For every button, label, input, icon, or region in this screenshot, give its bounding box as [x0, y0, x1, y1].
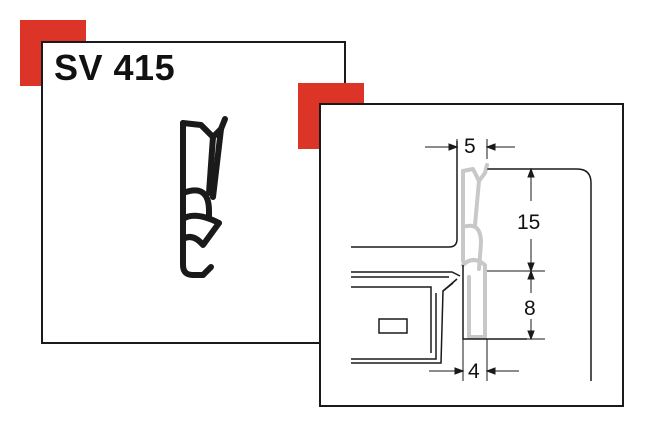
threshold-slot [378, 318, 408, 334]
installation-diagram: 5 15 8 4 [351, 135, 592, 383]
dimension-upper-height [487, 167, 545, 273]
dim-label-upper-height: 15 [517, 211, 540, 234]
seal-profile-drawing [180, 116, 228, 278]
profile-foot [180, 220, 222, 248]
seal-profile-grey [461, 163, 489, 339]
profile-spine [180, 120, 206, 278]
dim-label-bottom-width: 4 [468, 360, 480, 383]
profile-lip [206, 134, 216, 196]
profile-hook [180, 212, 222, 226]
dim-label-top-width: 5 [464, 135, 476, 158]
dimension-bottom-width [429, 339, 519, 381]
dimension-lower-height [487, 269, 545, 341]
installation-panel: 5 15 8 4 [319, 103, 624, 407]
product-code-title: SV 415 [54, 47, 176, 88]
profile-bulb [180, 187, 212, 220]
dimension-top-width [425, 139, 515, 159]
upper-panel [351, 141, 458, 248]
threshold-profile [351, 271, 461, 364]
dim-label-lower-height: 8 [524, 297, 536, 320]
profile-tail [200, 264, 214, 278]
profile-lip-inner [210, 126, 224, 200]
door-leaf-edge [462, 265, 527, 340]
profile-panel: SV 415 [41, 41, 346, 344]
door-frame [487, 168, 592, 381]
